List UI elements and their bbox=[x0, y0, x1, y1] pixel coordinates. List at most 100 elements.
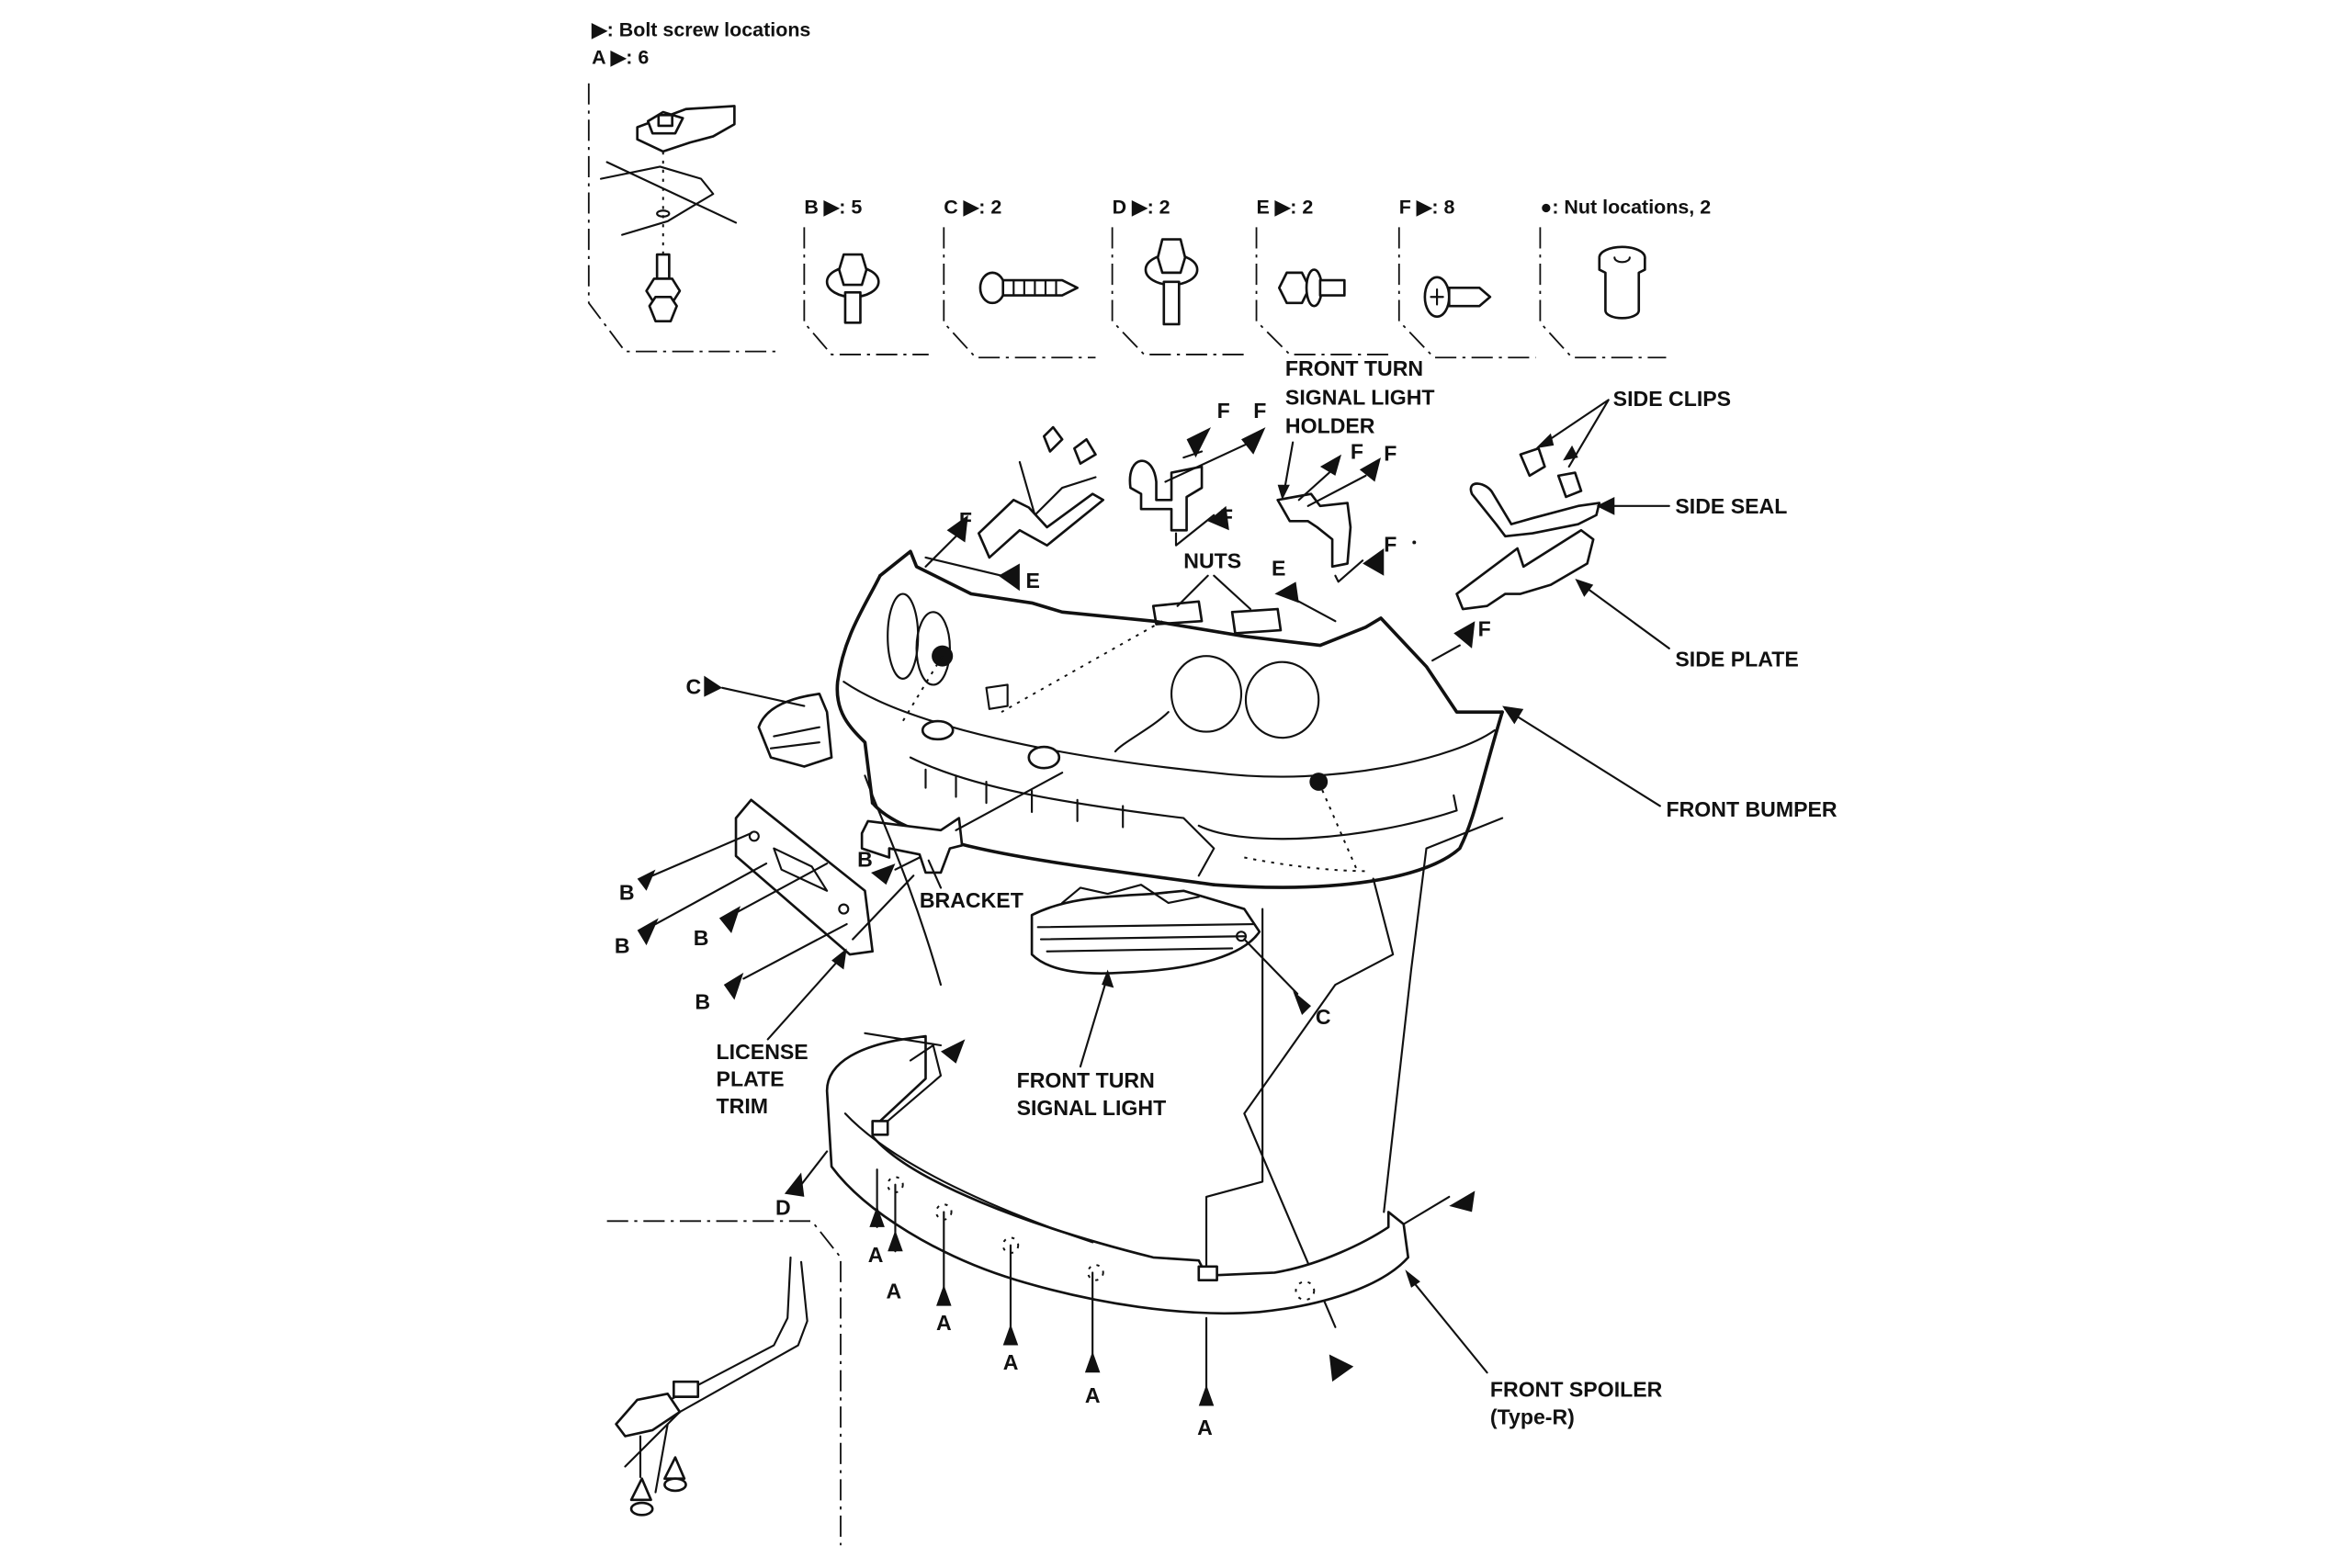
svg-text:SIDE PLATE: SIDE PLATE bbox=[1675, 648, 1798, 671]
svg-text:SIDE SEAL: SIDE SEAL bbox=[1675, 494, 1787, 518]
svg-text:F: F bbox=[1384, 441, 1396, 465]
svg-text:FRONT BUMPER: FRONT BUMPER bbox=[1666, 797, 1837, 821]
svg-text:F: F bbox=[1253, 399, 1266, 423]
fastener-label-a: A ▶: 6 bbox=[592, 46, 649, 68]
side-plate bbox=[1455, 528, 1595, 611]
fastener-panel-c bbox=[943, 227, 1096, 359]
left-side-marker bbox=[757, 693, 833, 768]
front-turn-signal-light bbox=[1030, 884, 1261, 975]
nut-icon bbox=[1598, 245, 1646, 320]
fastener-panel-f bbox=[1397, 227, 1536, 359]
label-side-plate: SIDE PLATE bbox=[1575, 579, 1799, 671]
svg-text:B: B bbox=[694, 926, 709, 950]
svg-text:FRONT TURN: FRONT TURN bbox=[1017, 1068, 1155, 1092]
svg-text:A: A bbox=[1085, 1383, 1101, 1407]
label-front-spoiler: FRONT SPOILER (Type-R) bbox=[1405, 1269, 1663, 1428]
detail-panel-d bbox=[606, 1220, 842, 1546]
svg-text:A: A bbox=[868, 1243, 884, 1267]
bolt-locations-legend: ▶: Bolt screw locations bbox=[591, 19, 810, 41]
svg-text:F: F bbox=[1351, 440, 1363, 464]
label-front-turn-signal-light-holder: FRONT TURN SIGNAL LIGHT HOLDER bbox=[1277, 356, 1435, 501]
fastener-label-b: B ▶: 5 bbox=[804, 197, 862, 219]
svg-text:E: E bbox=[1272, 557, 1285, 581]
label-license-plate-trim: LICENSE PLATE TRIM bbox=[717, 948, 847, 1118]
svg-text:B: B bbox=[695, 989, 710, 1013]
front-spoiler bbox=[825, 1034, 1410, 1315]
svg-text:B: B bbox=[615, 933, 630, 957]
flange-bolt-b-icon bbox=[825, 253, 880, 324]
svg-text:A: A bbox=[887, 1279, 902, 1303]
callout-b: B B B B B bbox=[615, 832, 921, 1013]
callout-a: A A A A A A bbox=[868, 1205, 1215, 1439]
side-clips bbox=[1519, 446, 1583, 499]
projection-line bbox=[1383, 817, 1504, 1213]
fastener-label-c: C ▶: 2 bbox=[944, 197, 1001, 219]
svg-text:SIGNAL LIGHT: SIGNAL LIGHT bbox=[1285, 385, 1435, 409]
svg-text:FRONT TURN: FRONT TURN bbox=[1285, 356, 1423, 380]
tapping-screw-icon bbox=[978, 271, 1079, 305]
svg-text:C: C bbox=[686, 674, 702, 698]
callout-spoiler-bottom bbox=[1329, 1354, 1354, 1382]
svg-text:SIGNAL LIGHT: SIGNAL LIGHT bbox=[1017, 1096, 1167, 1120]
callout-spoiler-right bbox=[1449, 1190, 1476, 1213]
fastener-panel-d bbox=[1111, 227, 1248, 355]
fastener-panel-b bbox=[803, 227, 929, 355]
svg-text:C: C bbox=[1316, 1005, 1331, 1029]
bracket bbox=[852, 772, 1064, 941]
svg-text:PLATE: PLATE bbox=[717, 1067, 785, 1091]
svg-text:B: B bbox=[857, 847, 873, 871]
turn-signal-holder-right bbox=[1276, 492, 1364, 583]
bolt-d-icon bbox=[629, 1456, 687, 1517]
fastener-panel-a bbox=[587, 83, 782, 353]
callout-f: F F F F F F F F bbox=[924, 399, 1491, 662]
left-side-seal-plate bbox=[977, 425, 1105, 559]
svg-text:SIDE CLIPS: SIDE CLIPS bbox=[1613, 387, 1731, 411]
label-bracket: BRACKET bbox=[920, 859, 1023, 912]
side-seal bbox=[1469, 482, 1601, 538]
callout-d: D bbox=[775, 1150, 829, 1220]
flange-bolt-a-icon bbox=[645, 253, 682, 322]
callout-e: E E bbox=[924, 557, 1337, 623]
license-plate-trim bbox=[734, 798, 874, 956]
svg-text:A: A bbox=[936, 1311, 952, 1335]
svg-text:F: F bbox=[959, 508, 972, 532]
fastener-panel-nut bbox=[1539, 227, 1667, 359]
svg-text:B: B bbox=[619, 881, 635, 905]
fastener-panel-e bbox=[1255, 227, 1394, 355]
svg-text:A: A bbox=[1197, 1416, 1213, 1439]
svg-text:LICENSE: LICENSE bbox=[717, 1040, 808, 1064]
svg-text:D: D bbox=[775, 1196, 791, 1220]
svg-text:FRONT SPOILER: FRONT SPOILER bbox=[1490, 1378, 1663, 1402]
nut-locations-legend: ●: Nut locations, 2 bbox=[1540, 197, 1711, 219]
fastener-label-e: E ▶: 2 bbox=[1257, 197, 1314, 219]
svg-text:E: E bbox=[1025, 569, 1039, 592]
clip-nut-icon bbox=[636, 105, 736, 153]
callout-spoiler-top bbox=[941, 1039, 966, 1064]
svg-text:TRIM: TRIM bbox=[717, 1094, 768, 1118]
svg-text:HOLDER: HOLDER bbox=[1285, 414, 1375, 438]
nuts-part bbox=[1151, 600, 1283, 635]
callout-c: C C bbox=[686, 674, 1331, 1029]
label-front-bumper: FRONT BUMPER bbox=[1502, 705, 1838, 821]
svg-text:F: F bbox=[1384, 532, 1396, 556]
label-side-seal: SIDE SEAL bbox=[1596, 494, 1787, 518]
fastener-label-f: F ▶: 8 bbox=[1399, 197, 1455, 219]
label-side-clips: SIDE CLIPS bbox=[1535, 387, 1731, 468]
washer-bolt-icon bbox=[1144, 238, 1199, 326]
nuts-label: NUTS bbox=[1183, 548, 1241, 572]
svg-text:BRACKET: BRACKET bbox=[920, 888, 1023, 912]
svg-text:A: A bbox=[1003, 1350, 1019, 1374]
front-bumper bbox=[835, 549, 1504, 889]
projection-line bbox=[864, 774, 943, 987]
projection-line bbox=[1204, 908, 1264, 1289]
turn-signal-holder-left bbox=[1128, 459, 1216, 547]
projection-line bbox=[1243, 877, 1395, 1328]
hex-bolt-icon bbox=[1277, 268, 1346, 308]
phillips-screw-icon bbox=[1423, 276, 1492, 319]
spoiler-bolt-leaders bbox=[864, 1032, 1451, 1393]
svg-text:F: F bbox=[1478, 617, 1491, 641]
svg-text:F: F bbox=[1217, 399, 1230, 423]
label-front-turn-signal-light: FRONT TURN SIGNAL LIGHT bbox=[1017, 969, 1167, 1120]
svg-text:F: F bbox=[1220, 505, 1233, 529]
svg-text:(Type-R): (Type-R) bbox=[1490, 1404, 1575, 1428]
